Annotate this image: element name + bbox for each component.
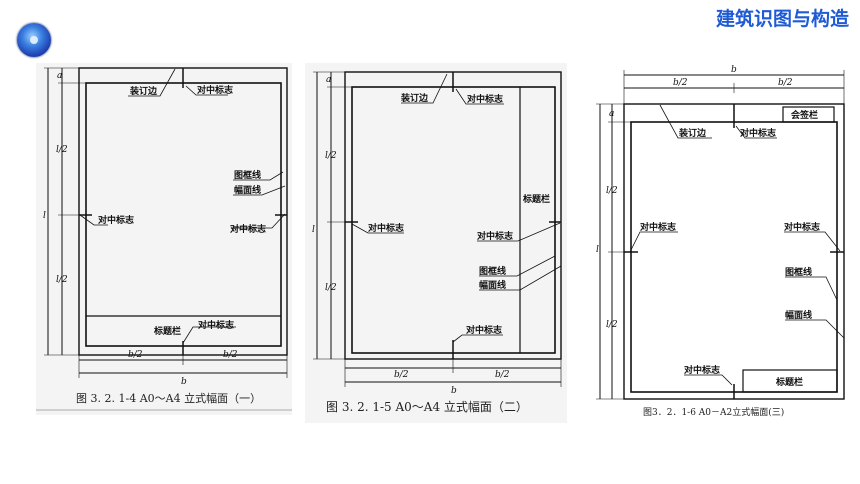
figure-3-label-sheet-line: 幅面线: [785, 309, 812, 321]
figure-3-dim-b-half-left: b/2: [673, 78, 688, 88]
figure-2-dim-l-half-bottom: l/2: [325, 283, 337, 293]
figure-2-label-title-block: 标题栏: [522, 193, 550, 205]
figure-2-dim-l-text: l: [312, 225, 315, 235]
figure-1-dim-b-half-right: b/2: [223, 350, 238, 360]
figure-2-dim-l-half-top: l/2: [325, 151, 337, 161]
figure-1-label-binding-edge: 装订边: [129, 85, 158, 97]
figure-1-label-center-mark-left: 对中标志: [98, 214, 134, 226]
figure-1-label-sheet-line: 幅面线: [234, 184, 261, 196]
figure-3-dim-b-text: b: [731, 65, 737, 75]
figure-1-dim-b-half-left: b/2: [128, 350, 143, 360]
figure-1-label-center-mark-top: 对中标志: [197, 84, 233, 96]
figure-1-caption: 图 3. 2. 1-4 A0～A4 立式幅面（一）: [76, 391, 261, 405]
figure-3-title-block: [742, 369, 838, 393]
logo-icon: [17, 23, 51, 57]
figure-3-frame-line: [630, 121, 838, 393]
figure-1-scan-bg: [36, 63, 292, 415]
page-title: 建筑识图与构造: [716, 8, 850, 30]
figure-3-dim-l-text: l: [596, 245, 599, 255]
figure-2-label-center-mark-top: 对中标志: [467, 93, 503, 105]
figure-3-label-center-mark-bottom: 对中标志: [684, 364, 720, 376]
figure-3-dim-l-half-bottom: l/2: [606, 320, 618, 330]
figure-3-label-binding-edge: 装订边: [678, 127, 707, 139]
figure-3-label-sign-block: 会签栏: [791, 109, 818, 121]
figure-1-dim-l-half-bottom: l/2: [56, 275, 68, 285]
figure-1-dim-a: a: [57, 71, 62, 81]
figure-2-caption: 图 3. 2. 1-5 A0～A4 立式幅面（二）: [326, 399, 528, 414]
figure-1-label-title-block: 标题栏: [153, 325, 181, 337]
figure-3-sign-block: [782, 106, 835, 123]
figure-1-label-center-mark-right: 对中标志: [230, 223, 266, 235]
figure-2-dim-a: a: [326, 75, 331, 85]
figure-3-label-center-mark-right: 对中标志: [784, 221, 820, 233]
figure-2-dim-b-half-right: b/2: [495, 370, 510, 380]
figure-1-dim-b-text: b: [181, 377, 187, 387]
figure-3-dim-b-half-right: b/2: [778, 78, 793, 88]
figure-1-label-frame-line: 图框线: [234, 169, 261, 181]
figure-1-label-center-mark-bottom: 对中标志: [198, 319, 234, 331]
figure-3-dim-a: a: [609, 109, 614, 119]
figure-2-label-center-mark-bottom: 对中标志: [466, 324, 502, 336]
figure-2-dim-b-text: b: [451, 386, 457, 396]
figure-3: 会签栏 装订边 对中标志 对中标志 对中标志 图框线 幅面线 对中标志 标题栏 …: [596, 65, 845, 418]
figure-2: 装订边 对中标志 标题栏 对中标志 对中标志 图框线 幅面线 对中标志 a l …: [305, 63, 567, 423]
figure-3-dim-l-half-top: l/2: [606, 186, 618, 196]
figure-1-dim-l-text: l: [43, 211, 46, 221]
figure-2-dim-b-half-left: b/2: [394, 370, 409, 380]
figure-2-label-sheet-line: 幅面线: [479, 279, 506, 291]
figure-1-dim-l-half-top: l/2: [56, 145, 68, 155]
figure-3-sheet-line: [623, 103, 845, 400]
figure-2-label-center-mark-right: 对中标志: [477, 230, 513, 242]
figure-3-label-title-block: 标题栏: [775, 376, 803, 388]
figure-2-label-frame-line: 图框线: [479, 265, 506, 277]
figure-3-caption: 图3．2．1-6 A0－A2立式幅面(三): [643, 406, 784, 418]
figure-3-label-frame-line: 图框线: [785, 266, 812, 278]
figure-2-label-binding-edge: 装订边: [400, 92, 429, 104]
figure-2-label-center-mark-left: 对中标志: [368, 222, 404, 234]
figure-3-label-center-mark-top: 对中标志: [740, 127, 776, 139]
figure-3-label-center-mark-left: 对中标志: [640, 221, 676, 233]
figure-1: 装订边 对中标志 图框线 幅面线 对中标志 对中标志 标题栏 对中标志 a l …: [36, 63, 292, 415]
figure-2-scan-bg: [305, 63, 567, 423]
